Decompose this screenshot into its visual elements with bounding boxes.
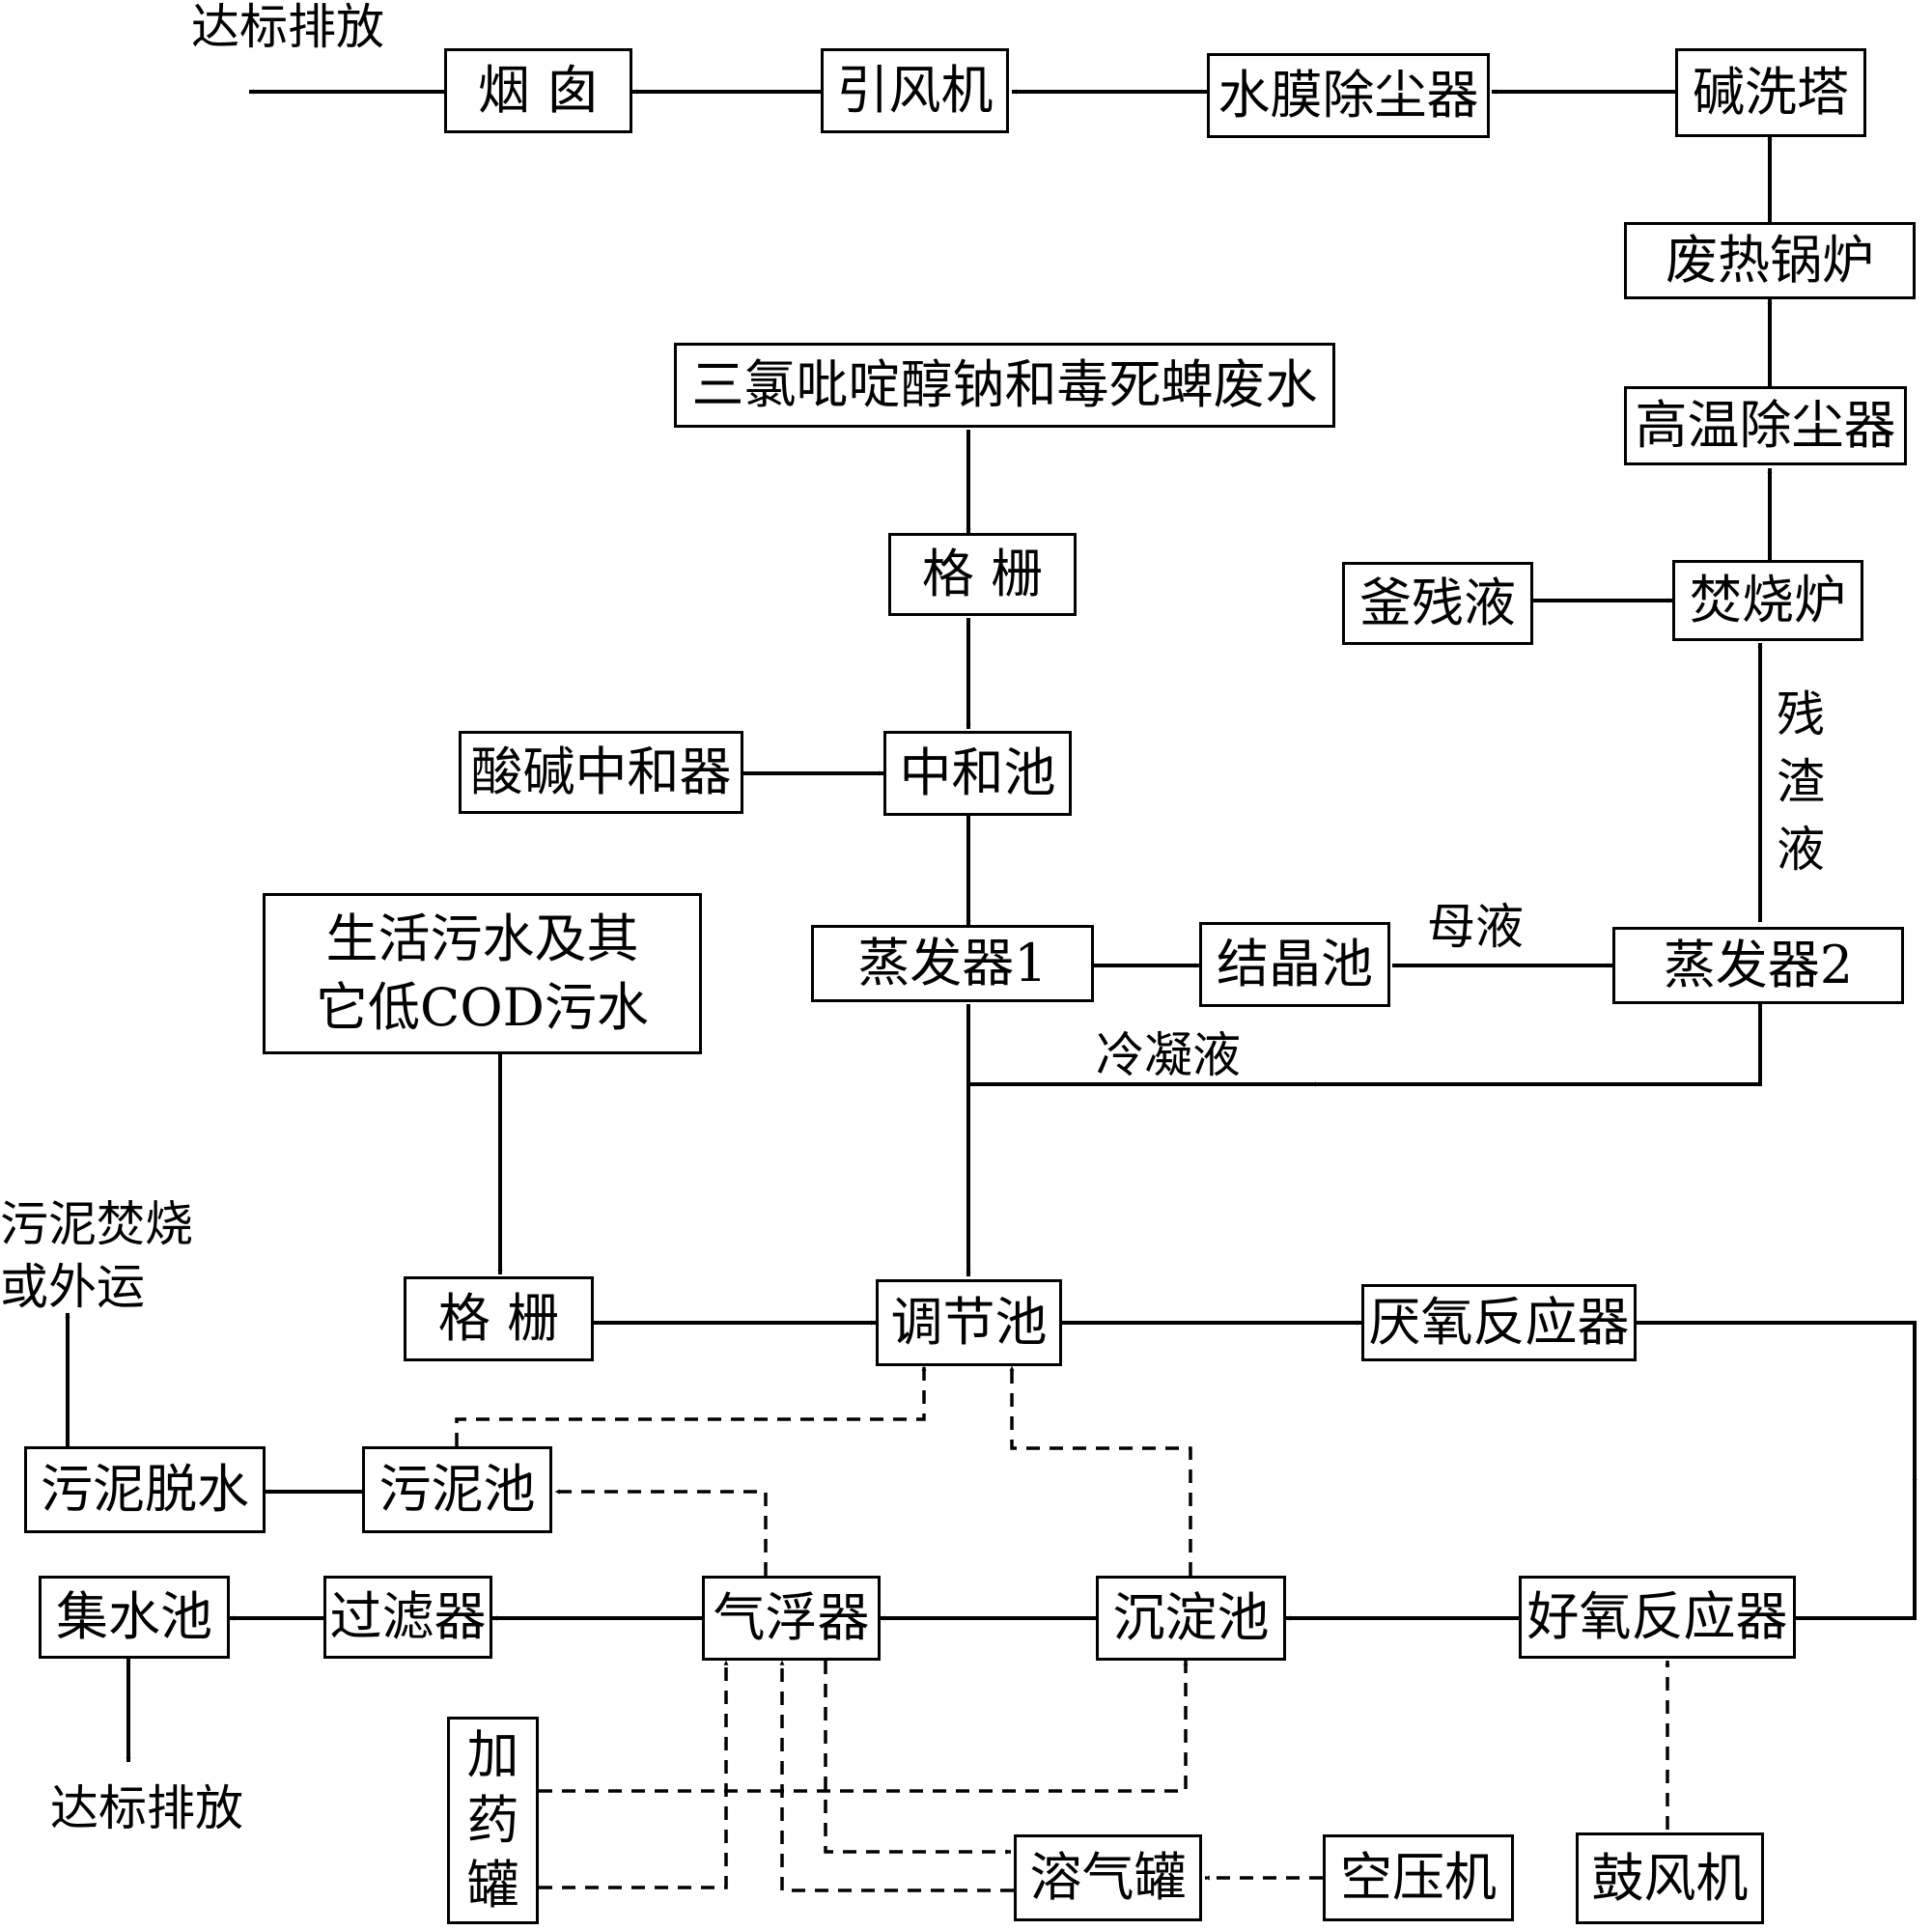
- induced-fan: 引风机: [821, 48, 1009, 133]
- sedimentation-pool: 沉淀池: [1096, 1576, 1286, 1661]
- domestic-sewage-line2: 它低COD污水: [316, 976, 649, 1038]
- mother-liquor-label: 母液: [1427, 899, 1524, 955]
- sludge-out-label-line2: 或外运: [0, 1259, 145, 1315]
- dissolved-air-tank: 溶气罐: [1014, 1834, 1202, 1921]
- dosing-tank: 加 药 罐: [447, 1717, 539, 1924]
- sludge-pool: 污泥池: [362, 1446, 552, 1533]
- line-aerobic-from-right: [1796, 1477, 1917, 1620]
- dosing-tank-char-3: 罐: [466, 1855, 519, 1916]
- residue-char-1: 残: [1777, 686, 1825, 742]
- dashed-dat-to-flotation: [779, 1660, 1014, 1892]
- dashed-dosing-to-flotation: [539, 1660, 729, 1889]
- dashed-sludgepool-to-regulating: [455, 1365, 927, 1446]
- kettle-residue: 釜残液: [1342, 562, 1533, 645]
- grille-1: 格 栅: [888, 533, 1077, 616]
- alkali-wash-tower: 碱洗塔: [1675, 48, 1866, 137]
- dashed-sediment-to-regulating: [1009, 1365, 1192, 1576]
- incinerator: 焚烧炉: [1672, 560, 1863, 641]
- wastewater-source: 三氯吡啶醇钠和毒死蜱废水: [674, 343, 1335, 428]
- condensate-label: 冷凝液: [1096, 1027, 1241, 1083]
- acid-base-neutralizer: 酸碱中和器: [459, 731, 743, 814]
- dashed-dosing-to-sediment: [539, 1660, 1189, 1793]
- dashed-flotation-to-dat: [824, 1661, 1012, 1855]
- crystallization-pool: 结晶池: [1199, 922, 1390, 1007]
- collection-pool: 集水池: [39, 1576, 230, 1659]
- dashed-flotation-to-sludgepool: [554, 1489, 768, 1576]
- anaerobic-reactor: 厌氧反应器: [1361, 1284, 1637, 1361]
- regulating-pool: 调节池: [876, 1279, 1062, 1366]
- residue-char-2: 渣: [1777, 754, 1825, 810]
- evaporator-2: 蒸发器2: [1612, 927, 1904, 1004]
- dosing-tank-char-1: 加: [466, 1724, 519, 1786]
- residue-liquid-label: 残 渣 液: [1772, 681, 1830, 883]
- blower: 鼓风机: [1576, 1832, 1764, 1924]
- discharge-top-label: 达标排放: [191, 0, 384, 55]
- air-flotation: 气浮器: [702, 1576, 881, 1661]
- grille-2: 格 栅: [404, 1276, 594, 1361]
- discharge-bottom-label: 达标排放: [50, 1780, 243, 1836]
- filter: 过滤器: [323, 1576, 492, 1659]
- arrow-evap2-condensate: [1310, 1004, 1762, 1087]
- domestic-sewage: 生活污水及其 它低COD污水: [263, 893, 702, 1054]
- residue-char-3: 液: [1777, 822, 1825, 878]
- chimney: 烟 囱: [444, 48, 632, 133]
- dosing-tank-char-2: 药: [466, 1789, 519, 1851]
- evaporator-1: 蒸发器1: [811, 925, 1094, 1002]
- sludge-dewatering: 污泥脱水: [24, 1446, 266, 1533]
- air-compressor: 空压机: [1323, 1834, 1514, 1921]
- waste-heat-boiler: 废热锅炉: [1624, 222, 1916, 299]
- aerobic-reactor: 好氧反应器: [1519, 1576, 1796, 1659]
- water-film-dust-remover: 水膜除尘器: [1207, 53, 1490, 138]
- sludge-out-label-line1: 污泥焚烧: [0, 1196, 193, 1252]
- domestic-sewage-line1: 生活污水及其: [325, 909, 639, 970]
- high-temp-dust-remover: 高温除尘器: [1624, 386, 1907, 465]
- neutralization-pool: 中和池: [883, 731, 1072, 816]
- arrow-anaerobic-to-aerobic: [1637, 1321, 1918, 1485]
